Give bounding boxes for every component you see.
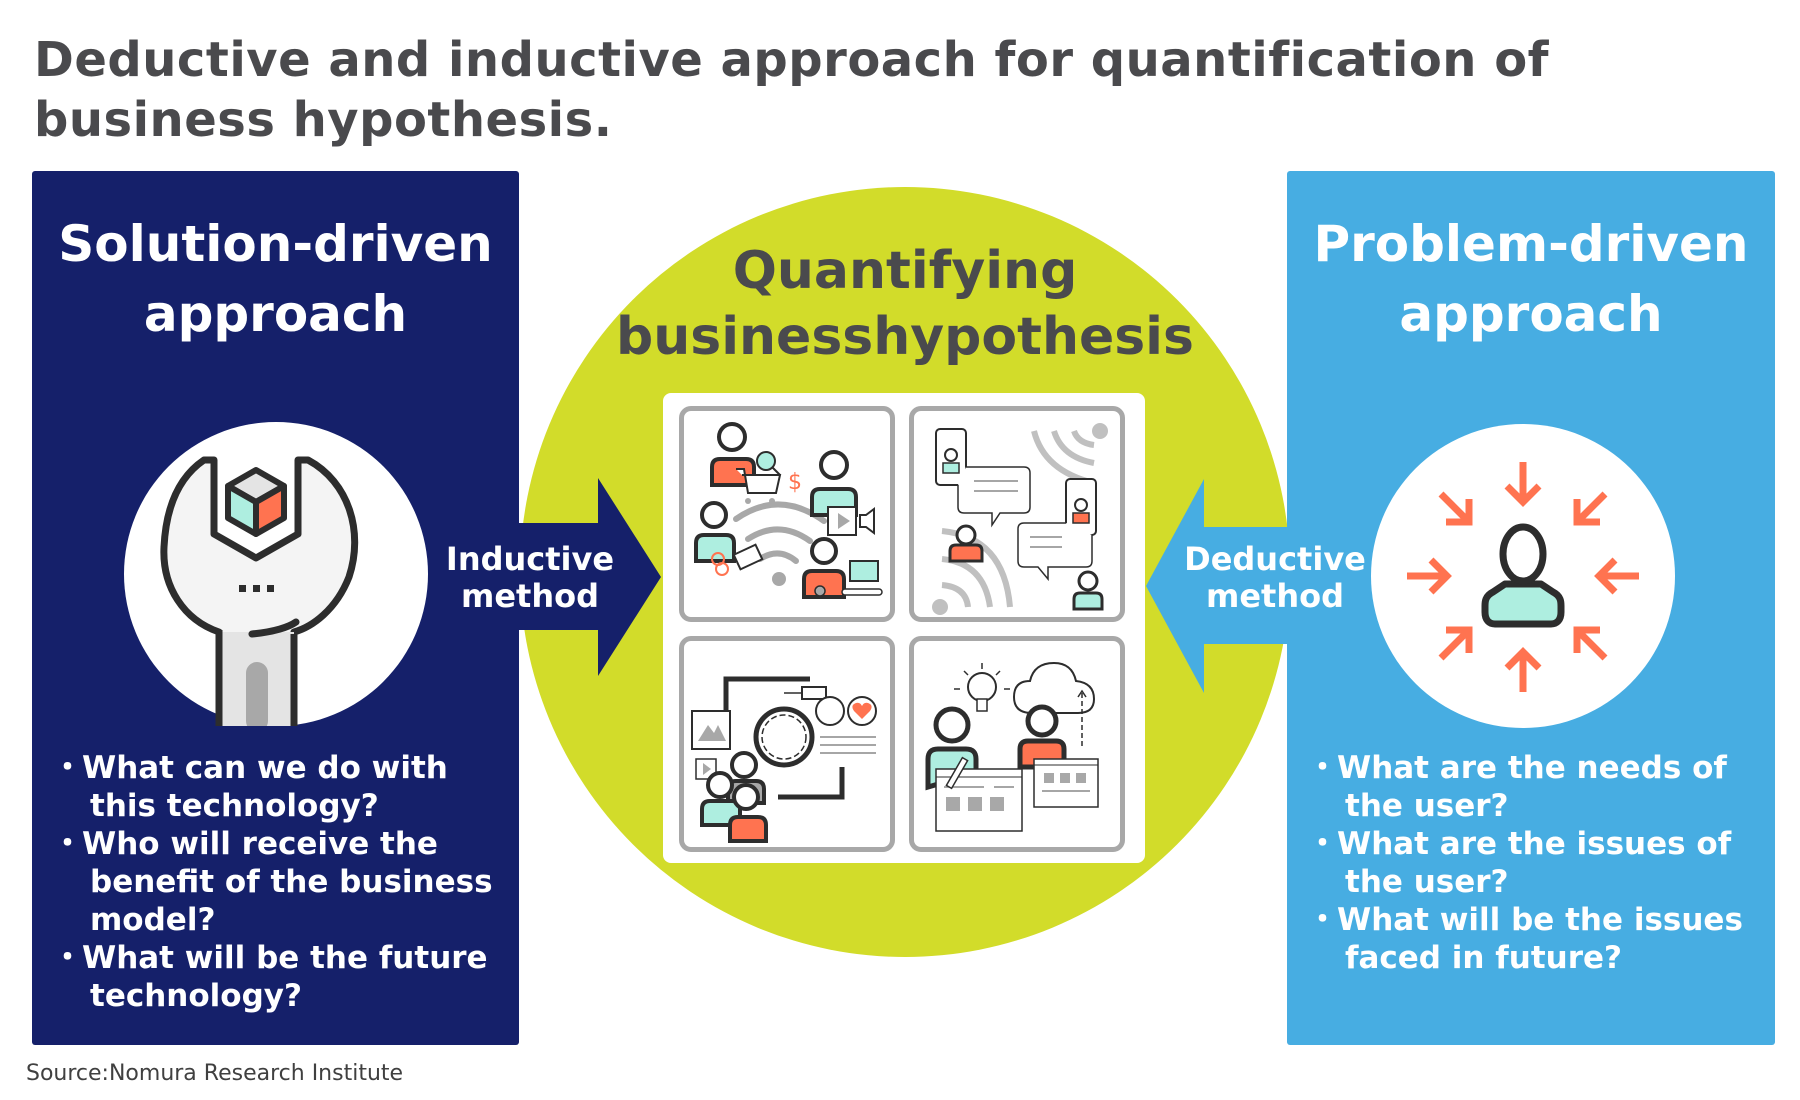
- arrow-label-line2: method: [1205, 577, 1344, 615]
- bullet-dot: ・: [52, 940, 83, 976]
- center-heading: Quantifying businesshypothesis: [520, 238, 1290, 370]
- problem-driven-panel: Problem-driven approach: [1287, 171, 1775, 1045]
- solution-driven-heading: Solution-driven approach: [32, 209, 519, 349]
- source-caption: Source:Nomura Research Institute: [26, 1061, 404, 1086]
- bullet-dot: ・: [52, 750, 83, 786]
- bullet-dot: ・: [1307, 750, 1338, 786]
- deductive-method-label: Deductive method: [1180, 541, 1370, 615]
- illustration-panel: $: [663, 393, 1145, 863]
- mobile-chat-users-icon: [932, 423, 1108, 615]
- bullet-text: the user?: [1345, 864, 1509, 900]
- wrench-icon-circle: [124, 422, 428, 726]
- bullet-dot: ・: [52, 826, 83, 862]
- list-item: ・ What are the issues of the user?: [1307, 825, 1765, 901]
- bullet-text: this technology?: [90, 788, 379, 824]
- list-item: ・ What will be the future technology?: [52, 939, 509, 1015]
- inductive-arrow-icon: [518, 478, 661, 676]
- heading-line1: Solution-driven: [58, 215, 493, 273]
- page-title: Deductive and inductive approach for qua…: [34, 32, 1550, 148]
- bullet-text: What are the issues of: [1337, 826, 1732, 862]
- solution-questions-list: ・ What can we do with this technology? ・…: [52, 749, 509, 1015]
- bullet-dot: ・: [1307, 826, 1338, 862]
- bullet-text: What will be the issues: [1337, 902, 1743, 938]
- idea-cloud-collaboration-icon: [925, 661, 1099, 832]
- wrench-with-cube-icon: [160, 456, 359, 726]
- bullet-text: technology?: [90, 978, 302, 1014]
- problem-driven-heading: Problem-driven approach: [1287, 209, 1775, 349]
- bullet-text: faced in future?: [1345, 940, 1623, 976]
- bullet-text: benefit of the business: [90, 864, 493, 900]
- network-users-commerce-icon: $: [694, 422, 883, 599]
- bullet-text: What are the needs of: [1337, 750, 1727, 786]
- bullet-text: the user?: [1345, 788, 1509, 824]
- bullet-text: model?: [90, 902, 216, 938]
- list-item: ・ Who will receive the benefit of the bu…: [52, 825, 509, 939]
- arrow-label-line2: method: [460, 577, 599, 615]
- list-item: ・ What can we do with this technology?: [52, 749, 509, 825]
- bullet-text: What can we do with: [82, 750, 448, 786]
- tile-social-feedback: [679, 636, 895, 852]
- bullet-dot: ・: [1307, 902, 1338, 938]
- list-item: ・ What are the needs of the user?: [1307, 749, 1765, 825]
- bullet-text: What will be the future: [82, 940, 488, 976]
- inductive-method-label: Inductive method: [440, 541, 620, 615]
- center-heading-line1: Quantifying: [732, 241, 1078, 301]
- list-item: ・ What will be the issues faced in futur…: [1307, 901, 1765, 977]
- social-media-feedback-icon: [691, 676, 877, 843]
- solution-driven-panel: Solution-driven approach ・ What can we d…: [32, 171, 519, 1045]
- center-heading-line2: businesshypothesis: [616, 307, 1194, 367]
- heading-line1: Problem-driven: [1313, 215, 1749, 273]
- heading-line2: approach: [143, 285, 408, 343]
- heading-line2: approach: [1399, 285, 1663, 343]
- deductive-arrow-icon: [1146, 479, 1288, 693]
- user-icon-circle: [1371, 424, 1675, 728]
- svg-text:$: $: [788, 470, 802, 495]
- tile-network-commerce: $: [679, 406, 895, 622]
- tile-mobile-chat: [909, 406, 1125, 622]
- arrow-label-line1: Deductive: [1184, 540, 1366, 578]
- bullet-text: Who will receive the: [82, 826, 438, 862]
- tile-idea-cloud: [909, 636, 1125, 852]
- problem-questions-list: ・ What are the needs of the user? ・ What…: [1307, 749, 1765, 977]
- arrow-label-line1: Inductive: [445, 540, 615, 578]
- user-focus-arrows-icon: [1407, 462, 1639, 692]
